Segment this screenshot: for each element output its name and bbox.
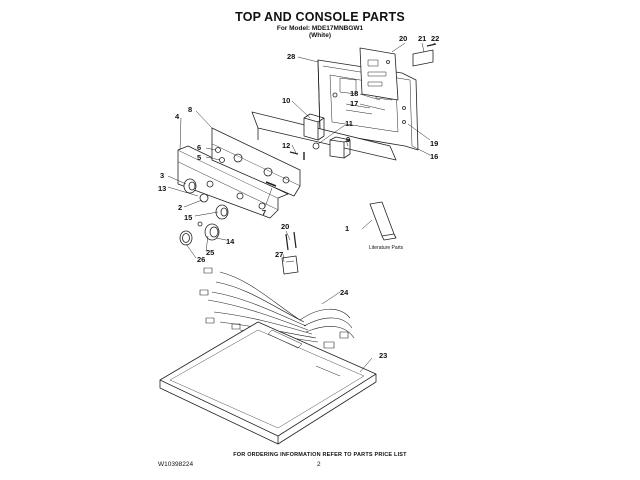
callout-13: 13 — [158, 184, 166, 193]
callout-11: 11 — [345, 119, 353, 128]
ordering-note: FOR ORDERING INFORMATION REFER TO PARTS … — [233, 452, 407, 458]
callout-28: 28 — [287, 52, 295, 61]
callout-18: 18 — [350, 89, 358, 98]
callout-9: 9 — [346, 135, 350, 144]
top-panel — [159, 321, 377, 445]
page-number: 2 — [317, 461, 321, 468]
console-frame — [211, 127, 301, 197]
callout-19: 19 — [430, 139, 438, 148]
callout-15: 15 — [184, 213, 192, 222]
callout-numbers: 20 21 22 28 18 17 19 16 10 11 9 12 8 6 5… — [158, 34, 439, 360]
callout-27: 27 — [275, 250, 283, 259]
callout-10: 10 — [282, 96, 290, 105]
console-front-panel — [177, 145, 289, 219]
callout-7: 7 — [262, 208, 266, 217]
callout-5: 5 — [197, 153, 201, 162]
callout-26: 26 — [197, 255, 205, 264]
literature-parts-label: Literature Parts — [369, 245, 404, 251]
callout-6: 6 — [197, 143, 201, 152]
callout-14: 14 — [226, 237, 235, 246]
page-title: TOP AND CONSOLE PARTS — [235, 10, 405, 24]
callout-8: 8 — [188, 105, 192, 114]
color-line: (White) — [308, 32, 332, 39]
callout-2: 2 — [178, 203, 182, 212]
callout-21: 21 — [418, 34, 426, 43]
terminal-block — [281, 231, 299, 275]
timer — [329, 136, 351, 159]
callout-17: 17 — [350, 99, 358, 108]
callout-12: 12 — [282, 141, 290, 150]
callout-4: 4 — [175, 112, 180, 121]
selector-switch — [303, 113, 325, 141]
callout-22: 22 — [431, 34, 439, 43]
callout-24: 24 — [340, 288, 349, 297]
callout-23: 23 — [379, 351, 387, 360]
document-id: W10398224 — [158, 461, 194, 468]
model-line: For Model: MDE17MNBGW1 — [276, 25, 364, 32]
callout-25: 25 — [206, 248, 214, 257]
console-bracket — [359, 43, 437, 101]
callout-16: 16 — [430, 152, 438, 161]
callout-20-bottom: 20 — [281, 222, 289, 231]
callout-1: 1 — [345, 224, 349, 233]
callout-3: 3 — [160, 171, 164, 180]
control-knobs — [179, 178, 229, 246]
push-to-start-switch — [312, 142, 320, 150]
callout-20-top: 20 — [399, 34, 407, 43]
literature-booklet — [369, 201, 397, 241]
leader-lines — [167, 42, 436, 373]
